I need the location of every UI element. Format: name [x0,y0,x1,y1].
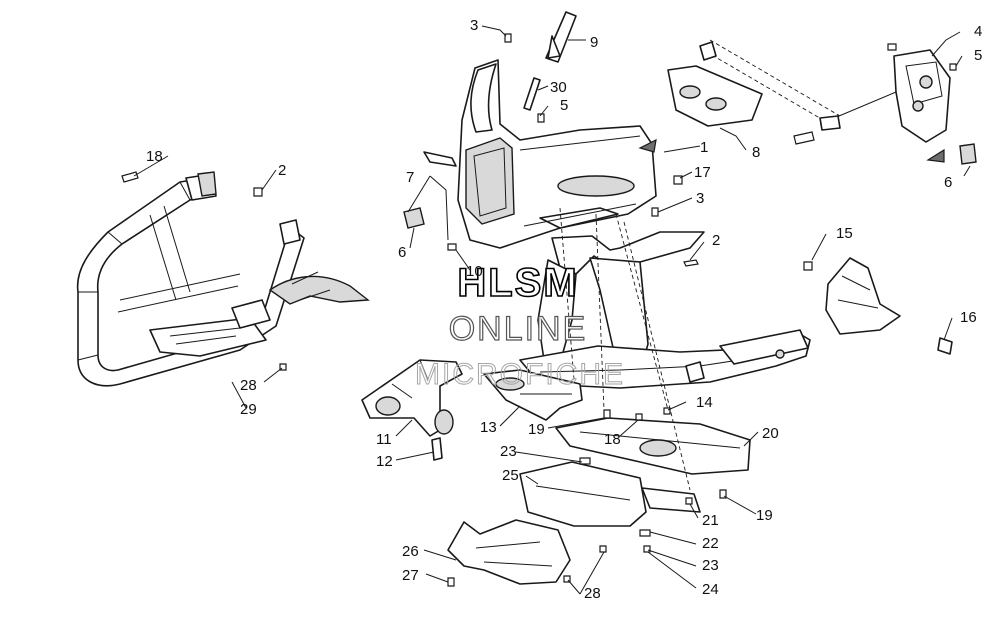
callout-label: 6 [944,174,952,191]
callout-label: 3 [696,190,704,207]
callout-label: 28 [584,585,601,602]
callout-label: 2 [712,232,720,249]
callout-label: 27 [402,567,419,584]
callout-label: 11 [376,431,392,448]
callout-label: 5 [974,47,982,64]
callout-label: 12 [376,453,393,470]
callout-label: 25 [502,467,519,484]
front-mount-plate [483,369,583,421]
callout-label: 5 [560,97,568,114]
lower-shield [447,519,571,585]
callout-label: 10 [466,263,483,280]
steering-support-bracket [793,49,977,165]
callout-label: 30 [550,79,567,96]
callout-label: 16 [960,309,977,326]
callout-label: 19 [756,507,773,524]
callout-label: 15 [836,225,853,242]
callout-label: 6 [398,244,406,261]
callout-label: 17 [694,164,711,181]
callout-label: 4 [974,23,982,40]
watermark-line-1: HLSM [457,261,578,305]
callout-label: 14 [696,394,713,411]
callout-label: 28 [240,377,257,394]
front-bumper [76,171,370,387]
callout-label: 22 [702,535,719,552]
callout-label: 23 [702,557,719,574]
watermark-line-3: MICROFICHE [415,358,625,391]
callout-labels: 1 2 2 3 3 4 5 5 6 6 7 8 9 10 11 12 13 14… [146,17,982,602]
callout-label: 13 [480,419,497,436]
callout-label: 18 [604,431,621,448]
callout-label: 2 [278,162,286,179]
callout-label: 24 [702,581,719,598]
callout-label: 9 [590,34,598,51]
mirror [545,11,577,63]
callout-label: 26 [402,543,419,560]
callout-label: 23 [500,443,517,460]
windshield-bracket [667,39,841,127]
direction-arrow-right [926,148,945,163]
callout-label: 3 [470,17,478,34]
guard-plate [641,487,701,513]
callout-label: 21 [702,512,719,529]
callout-label: 29 [240,401,257,418]
callout-label: 8 [752,144,760,161]
callout-label: 18 [146,148,163,165]
leader-lines [133,25,971,595]
callout-label: 19 [528,421,545,438]
right-frame-mount [825,257,953,355]
callout-label: 1 [700,139,708,156]
lower-guard [519,461,647,527]
watermark-line-2: ONLINE [449,310,588,348]
watermark: HLSM ONLINE MICROFICHE [415,260,625,391]
front-bulkhead [457,59,657,249]
grommet-left [403,207,425,229]
callout-label: 20 [762,425,779,442]
steering-support [361,359,463,461]
callout-label: 7 [406,169,414,186]
trim-strip [523,77,541,111]
direction-arrow [638,138,657,153]
wire-left [423,151,457,167]
